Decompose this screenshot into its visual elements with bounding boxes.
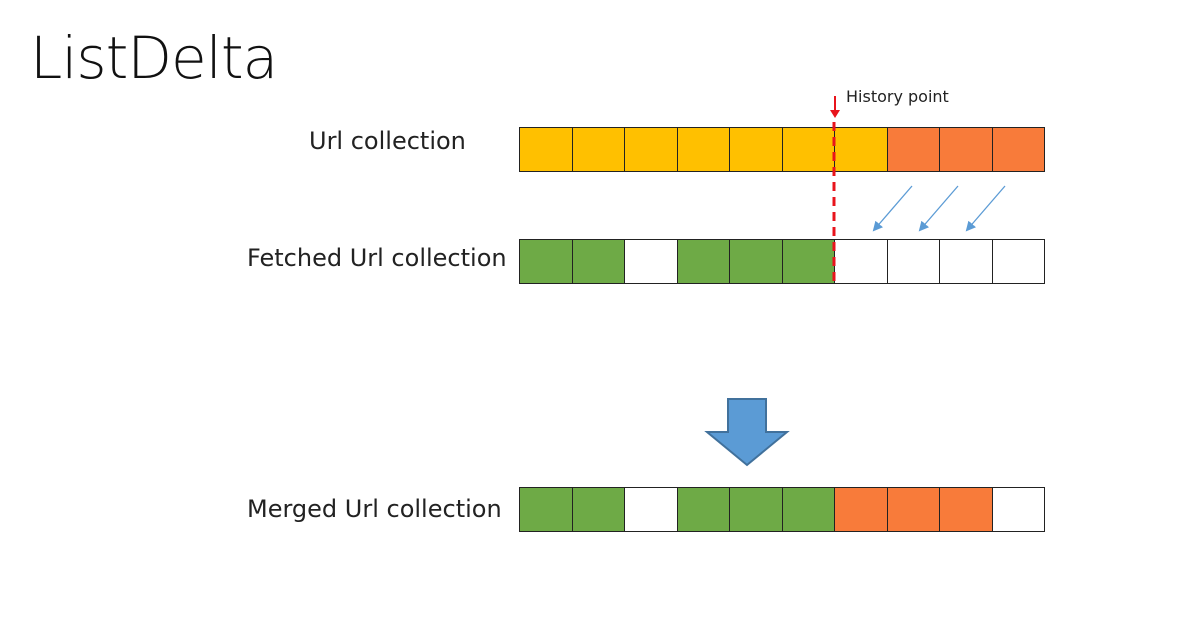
merged-cell-10 — [992, 488, 1044, 531]
merged-cell-6 — [782, 488, 835, 531]
small-arrow-2 — [918, 185, 959, 232]
fetched-cell-8 — [887, 240, 940, 283]
fetched-url-collection-label: Fetched Url collection — [247, 244, 507, 272]
history-point-label: History point — [846, 87, 949, 106]
merged-url-collection-label: Merged Url collection — [247, 495, 502, 523]
merged-cell-2 — [572, 488, 625, 531]
url-cell-5 — [730, 128, 783, 171]
merged-cell-3 — [625, 488, 678, 531]
url-cell-6 — [782, 128, 835, 171]
fetched-cell-2 — [572, 240, 625, 283]
merged-cell-4 — [677, 488, 730, 531]
fetched-cell-7 — [835, 240, 888, 283]
fetched-cell-5 — [730, 240, 783, 283]
fetched-cell-9 — [940, 240, 993, 283]
url-cell-1 — [520, 128, 573, 171]
url-collection-strip — [519, 127, 1045, 172]
fetched-cell-1 — [520, 240, 573, 283]
merged-cell-9 — [940, 488, 993, 531]
merged-cell-8 — [887, 488, 940, 531]
url-collection-label: Url collection — [309, 127, 466, 155]
url-cell-9 — [940, 128, 993, 171]
fetched-url-collection-strip — [519, 239, 1045, 284]
fetched-cell-3 — [625, 240, 678, 283]
merged-url-collection-strip — [519, 487, 1045, 532]
slide-title: ListDelta — [30, 24, 278, 92]
url-cell-7 — [835, 128, 888, 171]
fetched-cell-4 — [677, 240, 730, 283]
url-cell-10 — [992, 128, 1044, 171]
history-point-arrowhead — [830, 110, 840, 118]
url-cell-4 — [677, 128, 730, 171]
merged-cell-7 — [835, 488, 888, 531]
small-arrow-3 — [965, 185, 1006, 232]
merge-down-arrow — [704, 398, 790, 467]
merged-cell-1 — [520, 488, 573, 531]
small-arrow-1 — [872, 185, 913, 232]
url-cell-3 — [625, 128, 678, 171]
url-cell-8 — [887, 128, 940, 171]
url-cell-2 — [572, 128, 625, 171]
fetched-cell-10 — [992, 240, 1044, 283]
merged-cell-5 — [730, 488, 783, 531]
fetched-cell-6 — [782, 240, 835, 283]
